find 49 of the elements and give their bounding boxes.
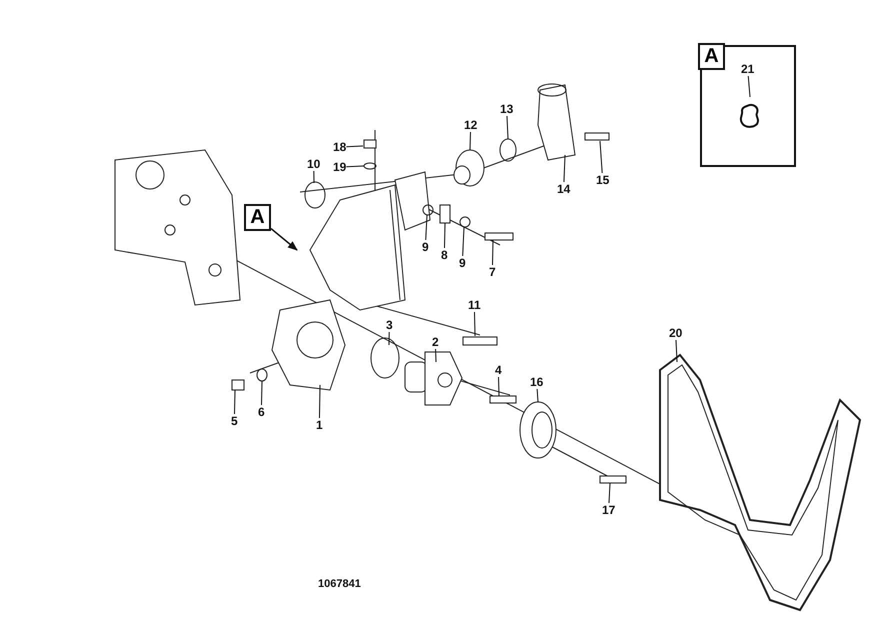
leader-line — [676, 340, 678, 362]
callout-number: 14 — [557, 182, 570, 196]
callout-number: 2 — [432, 335, 439, 349]
callout-number: 17 — [602, 503, 616, 517]
callout-number: 10 — [307, 157, 320, 171]
leader-line — [474, 312, 476, 336]
callout-number: 15 — [596, 173, 610, 187]
leader-line — [492, 240, 494, 266]
callout-number: 9 — [422, 240, 429, 254]
leader-line — [346, 146, 364, 148]
view-arrow — [270, 228, 298, 251]
drawing-number: 1067841 — [318, 577, 361, 591]
callout-number: 20 — [669, 326, 682, 340]
callout-number: 13 — [500, 102, 514, 116]
view-marker: A — [244, 204, 271, 231]
leader-line — [600, 140, 603, 174]
leader-line — [608, 482, 610, 504]
leader-line — [425, 214, 428, 240]
view-marker: A — [698, 43, 725, 70]
callout-number: 21 — [741, 62, 754, 76]
leader-line — [313, 170, 314, 184]
callout-number: 6 — [258, 405, 265, 419]
leader-line — [748, 76, 750, 98]
leader-line — [498, 376, 500, 396]
leader-line — [563, 154, 566, 182]
callout-number: 1 — [316, 418, 323, 432]
callout-number: 4 — [495, 363, 502, 377]
leader-line — [435, 348, 436, 362]
callout-number: 3 — [386, 318, 393, 332]
leader-line — [536, 388, 538, 402]
leader-line — [318, 384, 320, 418]
callout-number: 18 — [333, 140, 346, 154]
leader-line — [234, 390, 236, 414]
callout-number: 8 — [441, 248, 448, 262]
callout-number: 19 — [333, 160, 346, 174]
leader-line — [506, 116, 508, 140]
leader-line — [470, 132, 471, 150]
callout-number: 12 — [464, 118, 478, 132]
callout-number: 7 — [489, 265, 496, 279]
detail-view-frame — [700, 45, 796, 167]
callout-number: 16 — [530, 375, 544, 389]
callout-number: 5 — [231, 414, 238, 428]
leader-line — [388, 332, 390, 346]
leader-line — [444, 222, 446, 248]
leader-line — [462, 226, 464, 256]
callout-number: 11 — [468, 298, 481, 312]
leader-line — [346, 166, 364, 168]
leader-line — [261, 380, 262, 406]
callout-number: 9 — [459, 256, 466, 270]
